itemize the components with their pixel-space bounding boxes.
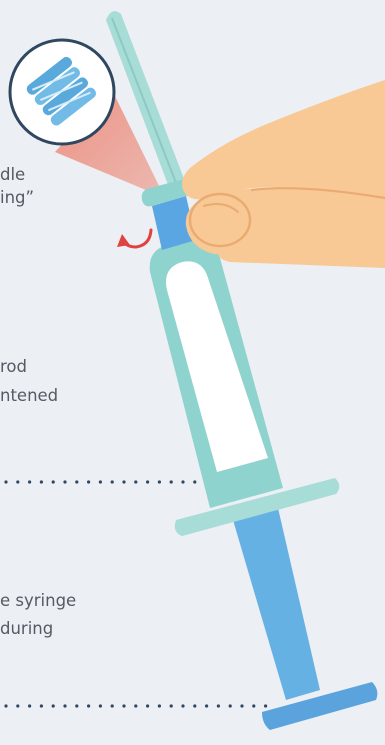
zoom-magnifier-circle-icon	[8, 38, 116, 146]
zoom-cone	[55, 90, 165, 198]
syringe-caption-line-1: e syringe	[0, 591, 77, 610]
thumb	[188, 192, 252, 248]
rod-caption-line-2: ntened	[0, 386, 59, 405]
rod-caption-line-1: rod	[0, 357, 27, 376]
barrel-window	[166, 261, 268, 472]
needle-caption-line-2: ing”	[0, 188, 35, 207]
syringe-barrel	[149, 239, 283, 508]
hand	[182, 80, 385, 268]
spiral-thread-icon	[26, 56, 97, 126]
plunger-thumb-pad	[262, 682, 378, 730]
barrel-flange	[174, 478, 340, 536]
needle	[106, 11, 186, 190]
curved-twist-arrow-icon	[117, 228, 153, 249]
plunger-rod	[233, 508, 378, 730]
syringe-caption-line-2: during	[0, 619, 54, 638]
needle-caption-line-1: dle	[0, 165, 26, 184]
